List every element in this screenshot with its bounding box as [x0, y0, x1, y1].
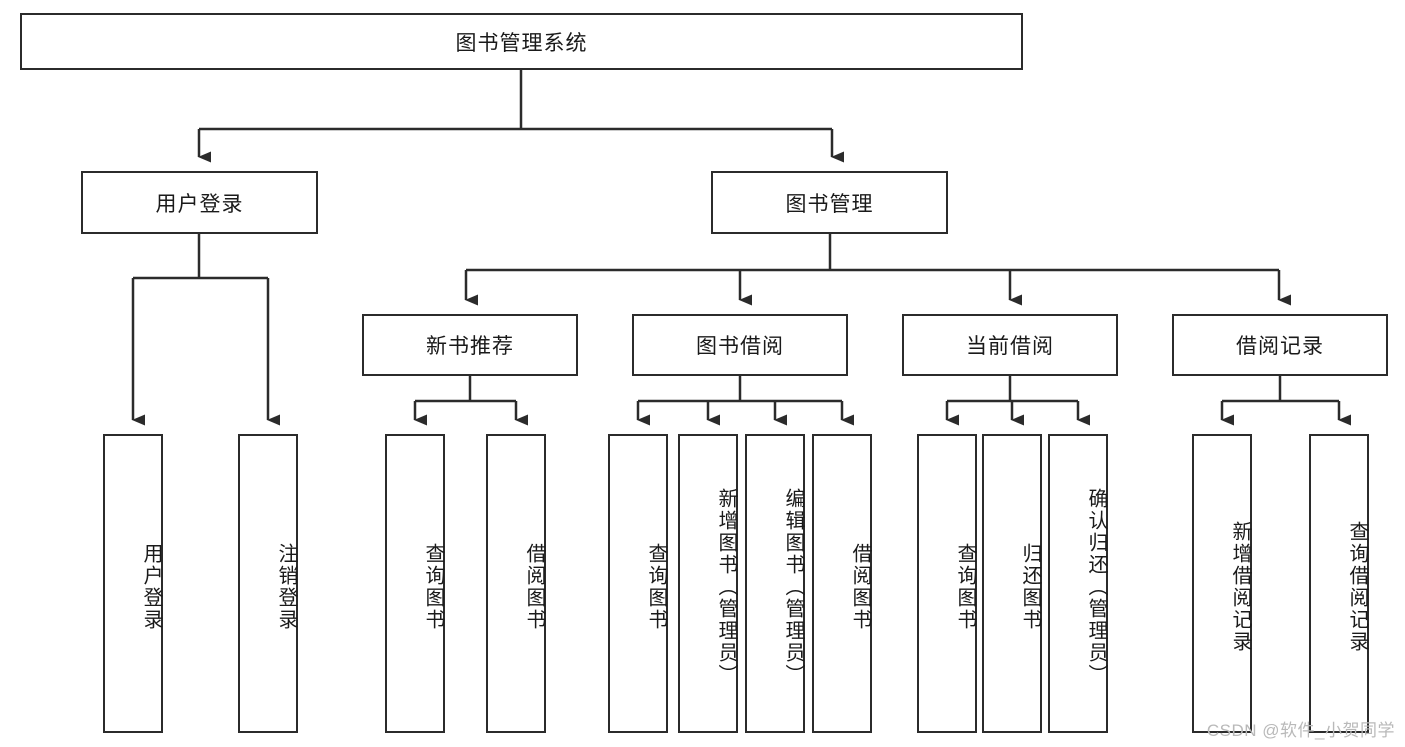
leaf-return-book[interactable]: 归还图书 [982, 434, 1042, 733]
node-label: 查询图书 [645, 542, 667, 631]
node-label: 当前借阅 [966, 335, 1054, 358]
node-label: 用户登录 [155, 192, 244, 216]
node-label: 编辑图书（管理员） [782, 487, 804, 686]
leaf-query-book-borrow[interactable]: 查询图书 [608, 434, 668, 733]
leaf-query-book-recommend[interactable]: 查询图书 [385, 434, 445, 733]
leaf-query-borrow-record[interactable]: 查询借阅记录 [1309, 434, 1369, 733]
node-current-borrow[interactable]: 当前借阅 [902, 314, 1118, 376]
leaf-user-login[interactable]: 用户登录 [103, 434, 163, 733]
node-label: 归还图书 [1019, 542, 1041, 631]
leaf-borrow-book-borrow[interactable]: 借阅图书 [812, 434, 872, 733]
node-label: 借阅记录 [1236, 335, 1324, 358]
node-label: 借阅图书 [523, 542, 545, 631]
node-label: 图书管理系统 [455, 31, 588, 55]
leaf-query-book-current[interactable]: 查询图书 [917, 434, 977, 733]
node-label: 注销登录 [275, 542, 297, 631]
node-label: 借阅图书 [849, 542, 871, 631]
leaf-borrow-book-recommend[interactable]: 借阅图书 [486, 434, 546, 733]
node-label: 用户登录 [140, 542, 162, 631]
node-new-book-recommend[interactable]: 新书推荐 [362, 314, 578, 376]
node-label: 查询借阅记录 [1346, 520, 1368, 653]
node-book-management[interactable]: 图书管理 [711, 171, 948, 234]
node-label: 新增借阅记录 [1229, 520, 1251, 653]
node-label: 图书借阅 [696, 335, 784, 358]
leaf-edit-book-admin[interactable]: 编辑图书（管理员） [745, 434, 805, 733]
node-label: 查询图书 [422, 542, 444, 631]
node-book-borrow[interactable]: 图书借阅 [632, 314, 848, 376]
node-label: 查询图书 [954, 542, 976, 631]
node-label: 新书推荐 [426, 335, 514, 358]
node-label: 新增图书（管理员） [715, 487, 737, 686]
leaf-add-book-admin[interactable]: 新增图书（管理员） [678, 434, 738, 733]
leaf-add-borrow-record[interactable]: 新增借阅记录 [1192, 434, 1252, 733]
node-user-login[interactable]: 用户登录 [81, 171, 318, 234]
node-label: 确认归还（管理员） [1085, 487, 1107, 686]
node-borrow-record[interactable]: 借阅记录 [1172, 314, 1388, 376]
watermark-text: CSDN @软件_小贺同学 [1206, 721, 1395, 740]
leaf-confirm-return-admin[interactable]: 确认归还（管理员） [1048, 434, 1108, 733]
node-label: 图书管理 [785, 192, 874, 216]
node-book-management-system[interactable]: 图书管理系统 [20, 13, 1023, 70]
leaf-logout-login[interactable]: 注销登录 [238, 434, 298, 733]
